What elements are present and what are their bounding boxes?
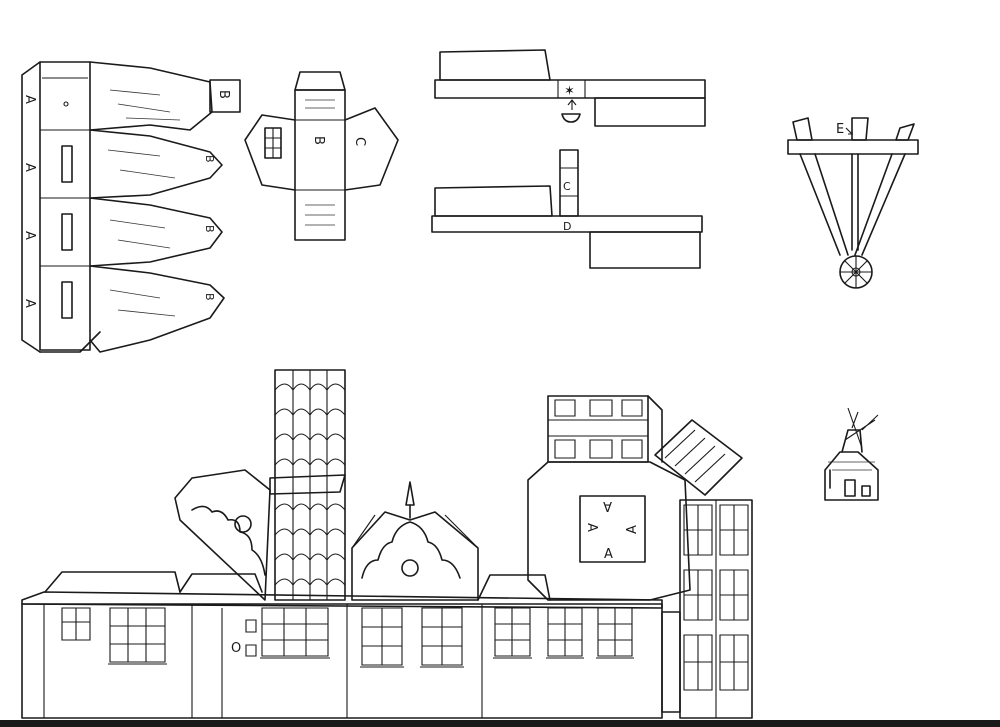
windmill-preview-image <box>824 407 879 501</box>
left-gable <box>174 469 271 601</box>
label-c: C <box>563 180 571 193</box>
house-front-strip: O <box>21 571 663 719</box>
label-c: C <box>352 137 367 146</box>
label-b: B <box>311 136 326 145</box>
square-roof-panel: A A A A <box>527 395 743 601</box>
label-o: O <box>231 641 241 656</box>
label-a: A <box>603 498 612 513</box>
windmill-stand: E <box>787 117 919 289</box>
tiled-tower <box>269 369 346 601</box>
label-d: D <box>563 220 571 233</box>
scan-bottom-edge <box>0 720 1000 727</box>
box-net-cross: B C <box>244 71 399 241</box>
label-star: ✶ <box>564 84 575 99</box>
label-a: A <box>604 547 613 562</box>
label-a: A <box>22 163 37 172</box>
label-b: B <box>203 293 216 301</box>
central-gable <box>351 481 479 601</box>
label-e: E <box>836 122 844 137</box>
label-a: A <box>22 95 37 104</box>
label-b: B <box>216 90 231 99</box>
label-a: A <box>22 231 37 240</box>
label-b: B <box>203 155 216 163</box>
label-a: A <box>22 299 37 308</box>
roof-strips-panel: A A A A B B B B <box>21 61 241 353</box>
label-a: A <box>584 523 599 532</box>
window-column <box>661 499 753 719</box>
axle-strips: ✶ C D <box>431 49 706 269</box>
label-a: A <box>625 525 640 534</box>
label-b: B <box>203 225 216 233</box>
